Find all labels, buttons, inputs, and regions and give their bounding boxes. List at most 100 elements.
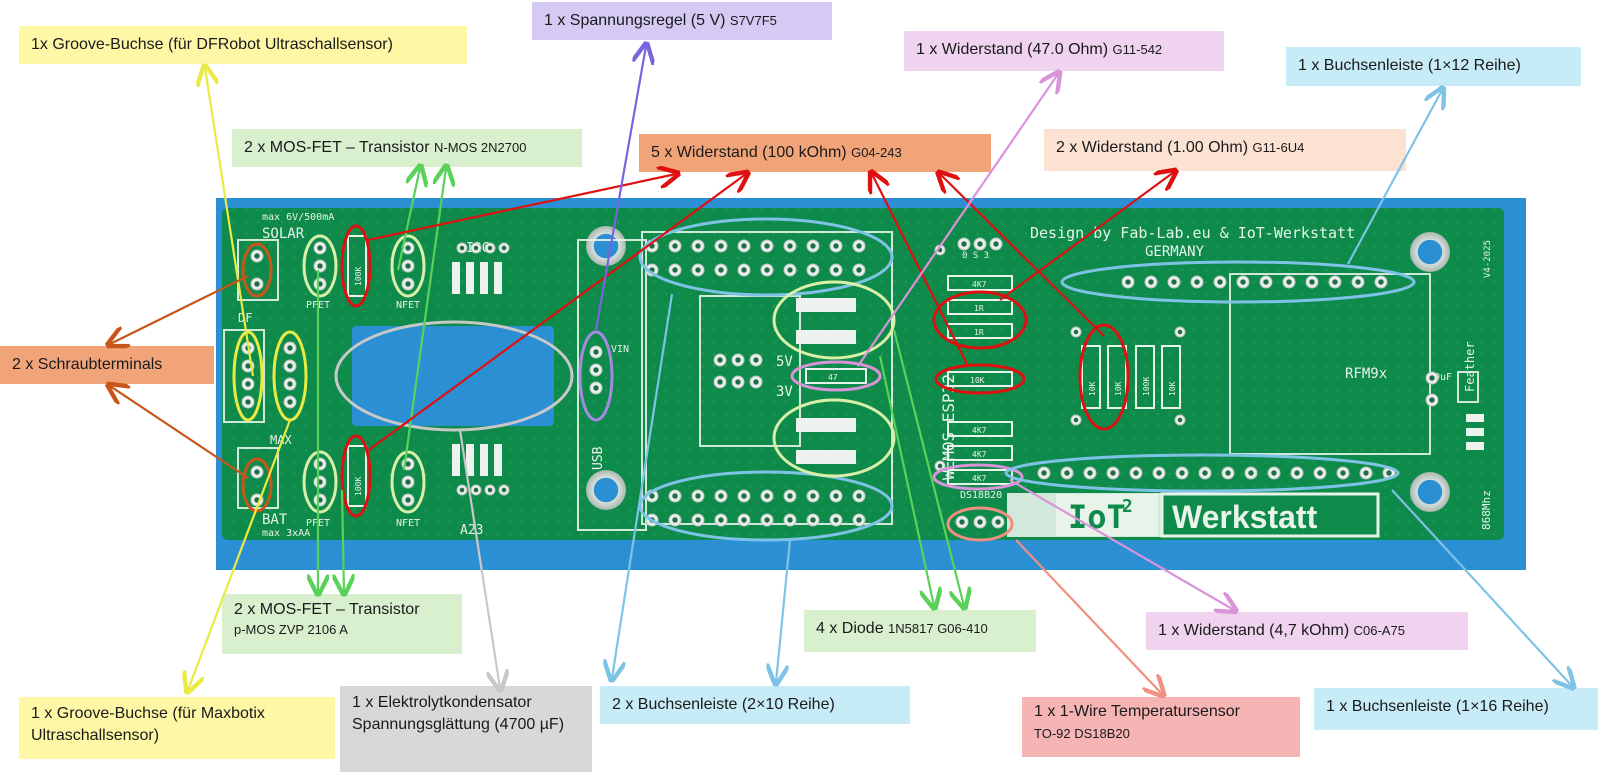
solder-pad xyxy=(1290,466,1304,480)
label-groove-maxbotix: 1 x Groove-Buchse (für Maxbotix Ultrasch… xyxy=(19,697,335,759)
silk-r100k: 100K xyxy=(1142,377,1151,396)
solder-pad xyxy=(829,263,843,277)
solder-pad xyxy=(313,457,327,471)
drill-hole xyxy=(856,517,862,523)
drill-hole xyxy=(487,245,493,251)
silk-credit: Design by Fab-Lab.eu & IoT-Werkstatt xyxy=(1030,224,1355,242)
highlight-r100k-right xyxy=(1078,323,1130,431)
label-header-2x10: 2 x Buchsenleiste (2×10 Reihe) xyxy=(600,686,910,724)
solder-pad xyxy=(731,375,745,389)
smd-pads xyxy=(452,262,1484,476)
solder-pad xyxy=(760,263,774,277)
solder-pad xyxy=(1167,275,1181,289)
solder-pad xyxy=(668,239,682,253)
arrow-r47 xyxy=(857,74,1058,367)
solder-pad xyxy=(250,249,264,263)
drill-hole xyxy=(1363,470,1369,476)
solder-pad xyxy=(283,377,297,391)
resistor-footprint xyxy=(947,445,1013,461)
drill-hole xyxy=(764,267,770,273)
label-text: 2 x MOS-FET – Transistor xyxy=(234,601,420,618)
solder-pad xyxy=(1106,466,1120,480)
solder-pad xyxy=(829,513,843,527)
label-text: 1 x Widerstand (47.0 Ohm) xyxy=(916,41,1109,58)
silk-r47: 47 xyxy=(828,373,838,382)
silk-r4k7: 4K7 xyxy=(972,280,987,289)
solder-pad xyxy=(957,237,971,251)
photo-backdrop xyxy=(216,198,1526,570)
board-cutout xyxy=(352,326,554,426)
drill-hole xyxy=(593,385,599,391)
label-temp-sensor: 1 x 1-Wire Temperatursensor TO-92 DS18B2… xyxy=(1022,697,1300,757)
label-part: TO-92 DS18B20 xyxy=(1034,726,1130,741)
drill-hole xyxy=(718,243,724,249)
silk-r1r: 1R xyxy=(974,328,984,337)
drill-hole xyxy=(995,519,1001,525)
solder-pad xyxy=(589,381,603,395)
arrow-screw-terminal-bottom xyxy=(110,386,249,479)
solder-pad xyxy=(713,353,727,367)
silk-pfet-bottom: PFET xyxy=(306,518,330,529)
silk-max: MAX xyxy=(270,433,292,447)
logo-iot-text: IoT xyxy=(1068,498,1126,536)
label-text: 1 x Groove-Buchse (für Maxbotix Ultrasch… xyxy=(31,705,265,744)
silk-df: DF xyxy=(238,311,252,325)
drill-hole xyxy=(1248,470,1254,476)
drill-hole xyxy=(593,349,599,355)
solder-pad xyxy=(1121,275,1135,289)
label-part: G04-243 xyxy=(851,145,902,160)
solder-pad xyxy=(313,493,327,507)
silk-r100k: 100K xyxy=(354,477,363,496)
drill-hole xyxy=(1340,470,1346,476)
solder-pad xyxy=(283,359,297,373)
highlight-nfet-top xyxy=(390,234,426,298)
solder-pad xyxy=(829,239,843,253)
solder-pad xyxy=(714,263,728,277)
highlight-capacitor xyxy=(334,320,574,432)
label-part: N-MOS 2N2700 xyxy=(433,140,527,155)
solder-pad xyxy=(714,489,728,503)
label-part: S7V7F5 xyxy=(729,13,777,28)
highlight-r4k7 xyxy=(932,463,1024,491)
drill-hole xyxy=(317,497,323,503)
solder-pad xyxy=(470,484,482,496)
highlight-diodes-bottom xyxy=(772,398,896,478)
drill-hole xyxy=(1429,375,1435,381)
arrow-regulator xyxy=(594,46,646,331)
solder-pad xyxy=(589,363,603,377)
solder-pad xyxy=(401,259,415,273)
label-text: 1x Groove-Buchse (für DFRobot Ultraschal… xyxy=(31,36,393,53)
solder-pad xyxy=(829,489,843,503)
arrow-header-1x16 xyxy=(1391,489,1572,686)
resistor-footprint xyxy=(347,235,367,297)
silk-nfet-bottom: NFET xyxy=(396,518,420,529)
highlight-pfet-top xyxy=(302,234,338,298)
drill-hole xyxy=(317,263,323,269)
drill-hole xyxy=(764,517,770,523)
drill-hole xyxy=(473,245,479,251)
drill-hole xyxy=(856,243,862,249)
drill-hole xyxy=(1225,470,1231,476)
drill-hole xyxy=(405,479,411,485)
resistor-footprint xyxy=(947,323,1013,339)
highlight-header-2x10-top xyxy=(638,217,894,297)
drill-hole xyxy=(741,517,747,523)
pcb-board xyxy=(222,208,1504,540)
silk-country: GERMANY xyxy=(1145,244,1205,260)
logo-iot-box xyxy=(1056,494,1158,536)
solder-pad xyxy=(1374,275,1388,289)
drill-hole xyxy=(810,267,816,273)
drill-hole xyxy=(764,493,770,499)
solder-pad xyxy=(1425,393,1439,407)
solder-pad xyxy=(1244,466,1258,480)
arrow-groove-dfrobot xyxy=(205,68,255,377)
solder-pad xyxy=(749,375,763,389)
arrow-r1ohm xyxy=(999,172,1174,301)
highlight-screw-terminal-top xyxy=(241,242,273,298)
drill-hole xyxy=(787,493,793,499)
solder-pad xyxy=(470,242,482,254)
drill-hole xyxy=(287,399,293,405)
label-screw-terminals: 2 x Schraubterminals xyxy=(0,346,214,384)
silk-version: V4-2025 xyxy=(1483,240,1493,278)
silk-3v: 3V xyxy=(776,384,793,400)
